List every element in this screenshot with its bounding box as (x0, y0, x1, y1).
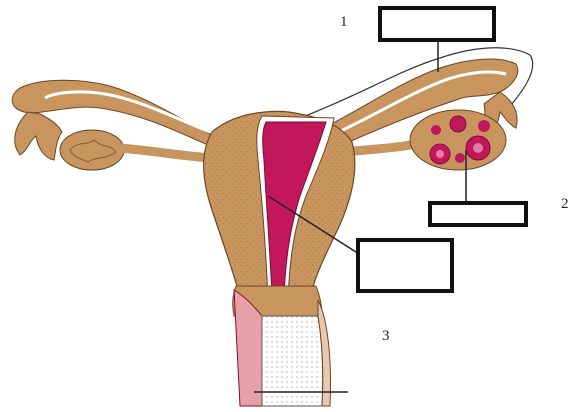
left-fimbriae (15, 112, 62, 160)
label-number-1: 1 (340, 14, 348, 31)
answer-box-3[interactable] (356, 238, 454, 293)
answer-box-1[interactable] (378, 6, 496, 42)
label-number-3: 3 (382, 328, 390, 345)
left-ovarian-ligament (118, 148, 212, 158)
label-number-2: 2 (561, 196, 569, 213)
answer-box-2[interactable] (428, 201, 528, 227)
